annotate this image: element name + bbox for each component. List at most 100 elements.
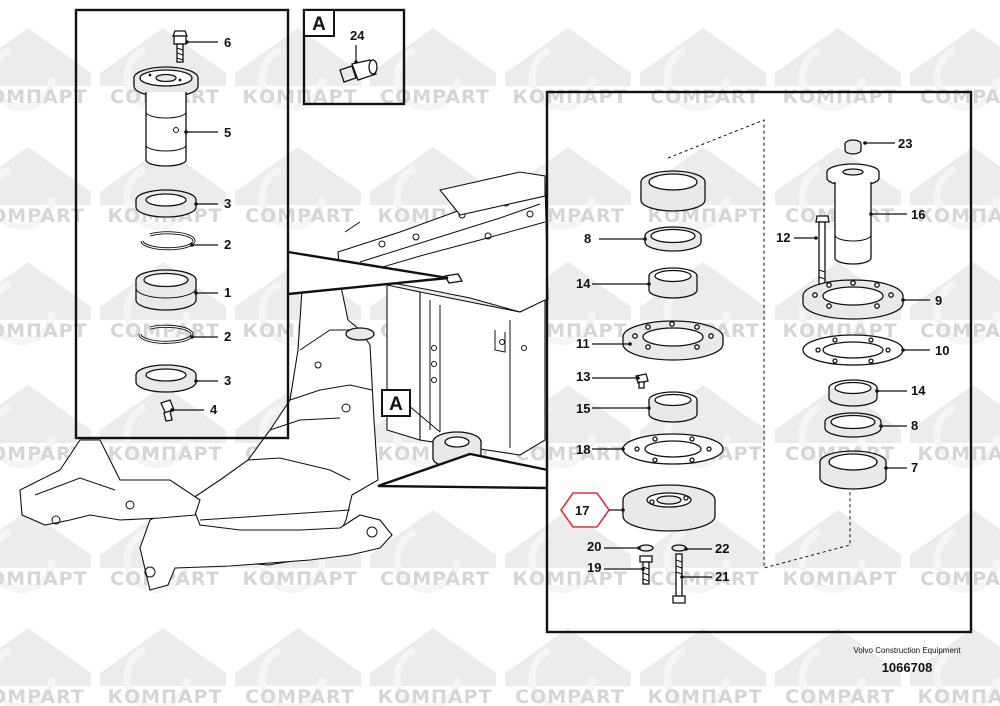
- part-snap-ring-bottom: [138, 324, 194, 344]
- view-a-box: [302, 8, 406, 106]
- label-part-2-top: 2: [224, 237, 231, 252]
- label-part-20: 20: [587, 539, 601, 554]
- watermark-text: COMPART: [650, 86, 760, 108]
- watermark-text: КОМПАРТ: [242, 568, 357, 590]
- leader-dot: [628, 342, 632, 346]
- watermark-text: COMPART: [920, 320, 1000, 342]
- leaders-right: [592, 141, 930, 579]
- watermark-text: КОМПАРТ: [917, 686, 1000, 706]
- watermark-text: КОМПАРТ: [107, 443, 222, 465]
- part-cap: [844, 139, 862, 155]
- label-part-12: 12: [776, 230, 790, 245]
- leader-dot: [354, 60, 358, 64]
- watermark-text: COMPART: [0, 686, 85, 706]
- watermark-text: COMPART: [650, 568, 760, 590]
- watermark-text: COMPART: [380, 568, 490, 590]
- leader-dot: [863, 141, 867, 145]
- part-bolt-left: [639, 555, 653, 585]
- part-flange-right: [802, 279, 904, 320]
- label-part-3-bottom: 3: [224, 373, 231, 388]
- machine-frame: [19, 171, 549, 591]
- watermark-text: КОМПАРТ: [512, 86, 627, 108]
- watermark-text: КОМПАРТ: [107, 686, 222, 706]
- part-bearing-cone-top: [648, 267, 698, 299]
- label-part-17: 17: [575, 503, 589, 518]
- detail-box-right: [545, 90, 973, 634]
- watermark-text: КОМПАРТ: [242, 86, 357, 108]
- label-part-8-left: 8: [584, 231, 591, 246]
- label-part-7: 7: [911, 460, 918, 475]
- watermark-logo: [370, 28, 496, 111]
- leaders-view-a: [354, 45, 358, 64]
- label-part-22: 22: [715, 541, 729, 556]
- label-part-2-bottom: 2: [224, 329, 231, 344]
- label-part-5: 5: [224, 125, 231, 140]
- view-a-tag: [303, 9, 335, 37]
- watermark-logo: [505, 628, 631, 706]
- leader-dot: [194, 291, 198, 295]
- label-part-16: 16: [911, 207, 925, 222]
- watermark-text: COMPART: [245, 205, 355, 227]
- watermark-logo: [910, 510, 1000, 593]
- leader-dot: [684, 547, 688, 551]
- label-part-11: 11: [576, 336, 590, 351]
- watermark-logo: [0, 28, 91, 111]
- leader-dot: [901, 298, 905, 302]
- watermark-text: COMPART: [920, 86, 1000, 108]
- watermark-text: COMPART: [380, 86, 490, 108]
- highlight-hexagon: [560, 492, 610, 528]
- part-seal-ring-right: [824, 412, 882, 438]
- watermark-logo: [0, 147, 91, 230]
- part-gasket-right: [802, 334, 904, 366]
- part-bearing-cone-mid: [648, 391, 698, 423]
- callout-a-letter: A: [389, 394, 403, 415]
- leader-dot: [884, 466, 888, 470]
- part-washer-right: [671, 544, 687, 552]
- label-part-14-left: 14: [576, 276, 591, 291]
- watermark-logo: [0, 510, 91, 593]
- label-part-6: 6: [224, 35, 231, 50]
- detail-left-parts: [133, 30, 199, 422]
- watermark-logo: [910, 147, 1000, 230]
- label-part-3-top: 3: [224, 196, 231, 211]
- watermark-logo: [910, 262, 1000, 345]
- leader-dot: [170, 408, 174, 412]
- watermark-logo: [910, 28, 1000, 111]
- leader-dot: [621, 508, 625, 512]
- part-bolt-long: [672, 553, 686, 604]
- watermark-text: COMPART: [785, 686, 895, 706]
- watermark-logo: [370, 628, 496, 706]
- leader-dot: [185, 40, 189, 44]
- leader-dot: [621, 447, 625, 451]
- watermark-text: COMPART: [245, 686, 355, 706]
- part-bushing-top: [135, 189, 197, 218]
- label-part-14-right: 14: [911, 383, 926, 398]
- callout-a-tag: [381, 389, 411, 417]
- label-part-21: 21: [715, 569, 729, 584]
- leader-dot: [636, 376, 640, 380]
- watermark-logo: [505, 28, 631, 111]
- leader-dot: [641, 567, 645, 571]
- part-bearing-cup-right: [819, 450, 887, 490]
- maker-name: Volvo Construction Equipment: [853, 646, 961, 655]
- labels-view-a: 24: [350, 28, 365, 43]
- watermark-text: КОМПАРТ: [0, 320, 88, 342]
- label-part-18: 18: [576, 442, 590, 457]
- detail-connectors: [287, 250, 549, 490]
- part-bearing-cup-left: [640, 170, 706, 212]
- detail-right-parts: [560, 119, 904, 604]
- watermark-text: КОМПАРТ: [0, 568, 88, 590]
- part-bearing: [135, 269, 197, 311]
- part-grease-fitting: [339, 59, 378, 83]
- leader-dot: [879, 424, 883, 428]
- watermark-logo: [640, 28, 766, 111]
- watermark-text: КОМПАРТ: [917, 443, 1000, 465]
- leader-dot: [869, 212, 873, 216]
- label-part-19: 19: [587, 560, 601, 575]
- leader-dot: [875, 389, 879, 393]
- part-bolt: [172, 30, 188, 63]
- watermark-text: COMPART: [920, 568, 1000, 590]
- label-part-23: 23: [898, 136, 912, 151]
